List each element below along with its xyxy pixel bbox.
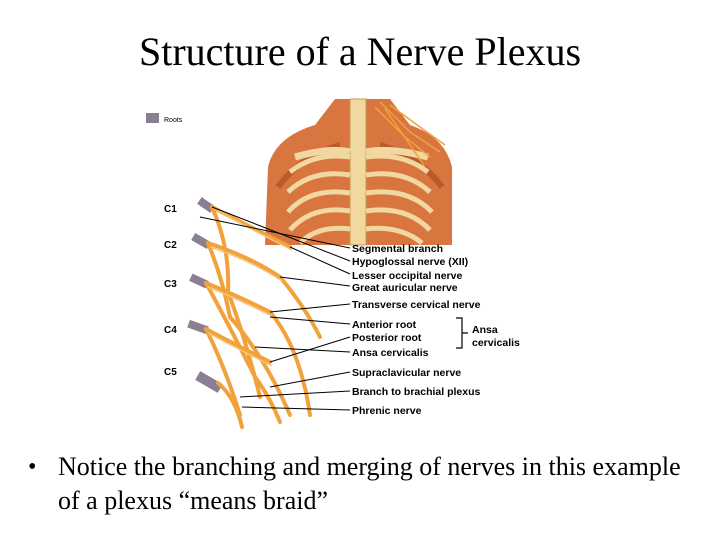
plexus-figure: Roots C1 C2 C3 C4 C5 [140, 97, 540, 430]
callout-leaders [199, 206, 351, 411]
callout-lesser-occipital-nerve: Lesser occipital nerve [352, 270, 462, 282]
root-label-c4: C4 [164, 325, 177, 336]
root-segments [187, 197, 223, 393]
callout-great-auricular-nerve: Great auricular nerve [352, 282, 458, 294]
slide-title: Structure of a Nerve Plexus [138, 29, 582, 74]
callout-supraclavicular-nerve: Supraclavicular nerve [352, 367, 461, 379]
callout-ansa-cervicalis: Ansa cervicalis [352, 347, 429, 359]
callout-anterior-root: Anterior root [352, 319, 417, 331]
callout-posterior-root: Posterior root [352, 332, 422, 344]
bracket-label-line2: cervicalis [472, 337, 520, 349]
nerve-branches [204, 205, 322, 429]
callout-branch-to-brachial-plexus: Branch to brachial plexus [352, 386, 481, 398]
callout-hypoglossal-nerve: Hypoglossal nerve (XII) [352, 256, 468, 268]
roots-legend-label: Roots [164, 117, 183, 124]
callout-segmental-branch: Segmental branch [352, 243, 443, 255]
nerve-fibers [207, 208, 293, 367]
bullet-symbol: • [28, 454, 37, 480]
torso-illustration [262, 97, 454, 246]
root-label-c5: C5 [164, 367, 177, 378]
bullet-text: Notice the branching and merging of nerv… [58, 452, 681, 515]
plexus-diagram: Roots C1 C2 C3 C4 C5 [146, 97, 520, 429]
roots-swatch [146, 113, 159, 123]
ansa-bracket [456, 317, 468, 349]
root-label-c1: C1 [164, 204, 177, 215]
callout-phrenic-nerve: Phrenic nerve [352, 405, 422, 417]
root-label-c2: C2 [164, 240, 177, 251]
callout-transverse-cervical-nerve: Transverse cervical nerve [352, 299, 481, 311]
root-label-c3: C3 [164, 279, 177, 290]
bracket-label-line1: Ansa [472, 324, 498, 336]
